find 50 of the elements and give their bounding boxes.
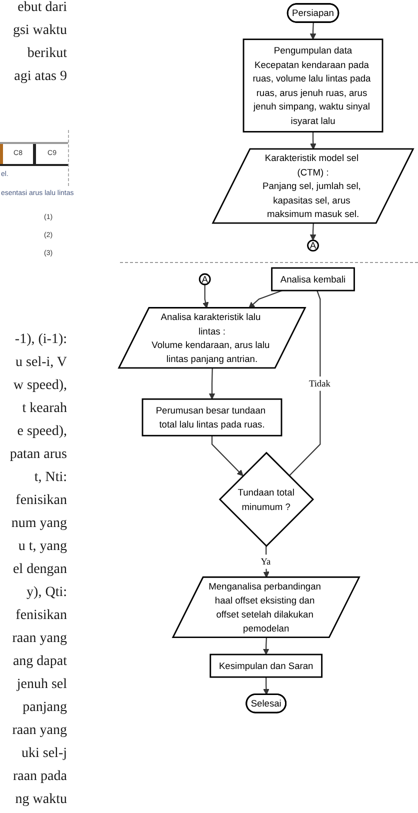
text-fragment: ang dapat (12, 654, 67, 670)
arrow (248, 290, 282, 308)
data-parallelogram: Analisa karakteristik lalu lintas : Volume kendaraan, arus lalu lintas panjang antrian. (118, 307, 306, 369)
arrow (211, 436, 244, 476)
text-fragment: jenuh sel (16, 677, 67, 693)
text-fragment: gsi waktu (12, 23, 67, 39)
text-fragment: uki sel-j (22, 746, 67, 762)
process-box: Kesimpulan dan Saran (210, 654, 323, 678)
process-box: Analisa kembali (271, 267, 355, 292)
text-fragment: y), Qti: (26, 585, 67, 601)
text-fragment: w speed), (13, 378, 67, 394)
text-fragment: berikut (27, 46, 67, 62)
text-fragment: -1), (i-1): (14, 332, 67, 348)
text-fragment: agi atas 9 (14, 69, 67, 85)
process-box: Perumusan besar tundaan total lalu lintas pada ruas. (142, 398, 282, 436)
text-fragment: num yang (11, 516, 67, 532)
text-fragment: e speed), (17, 424, 67, 440)
text-fragment: el dengan (12, 562, 67, 578)
decision-diamond: Tundaan total minumum ? (218, 452, 314, 547)
arrow (202, 284, 209, 308)
text-fragment: t kearah (22, 401, 67, 417)
edge-label: Tidak (308, 376, 330, 390)
edge-label: Ya (260, 554, 271, 569)
connector-line (288, 290, 321, 476)
connector-circle: A (307, 240, 319, 252)
arrow (208, 368, 216, 400)
arrow (310, 132, 316, 150)
text-fragment: t, Nti: (34, 470, 67, 486)
text-fragment: fenisikan (16, 608, 67, 624)
text-fragment: u t, yang (18, 539, 67, 555)
data-parallelogram: Karakteristik model sel (CTM) : Panjang sel, jumlah sel, kapasitas sel, arus maksimum masuk sel. (212, 148, 414, 224)
text-fragment: ebut dari (18, 0, 67, 16)
arrow (263, 546, 270, 578)
arrow (263, 677, 270, 695)
text-fragment: fenisikan (16, 493, 67, 509)
text-fragment: patan arus (10, 447, 67, 463)
arrow (310, 223, 316, 241)
data-parallelogram: Menganalisa perbandingan haal offset eksisting dan offset setelah dilakukan pemodelan (172, 576, 360, 638)
text-fragment: panjang (22, 700, 67, 716)
text-fragment: raan yang (12, 631, 67, 647)
text-fragment: raan yang (12, 723, 67, 739)
process-box: Pengumpulan data Kecepatan kendaraan pada ruas, volume lalu lintas pada ruas, arus jenuh ruas, arus jenuh simpang, waktu sinyal isyarat lalu (242, 38, 384, 132)
text-fragment: u sel-i, V (16, 355, 67, 371)
text-fragment: raan pada (12, 769, 67, 785)
terminal-oval: Selesai (246, 694, 286, 714)
terminal-oval: Persiapan (286, 3, 340, 23)
arrow (262, 638, 270, 655)
arrow (310, 22, 316, 40)
connector-circle: A (198, 273, 211, 286)
text-fragment: ng waktu (15, 792, 67, 808)
